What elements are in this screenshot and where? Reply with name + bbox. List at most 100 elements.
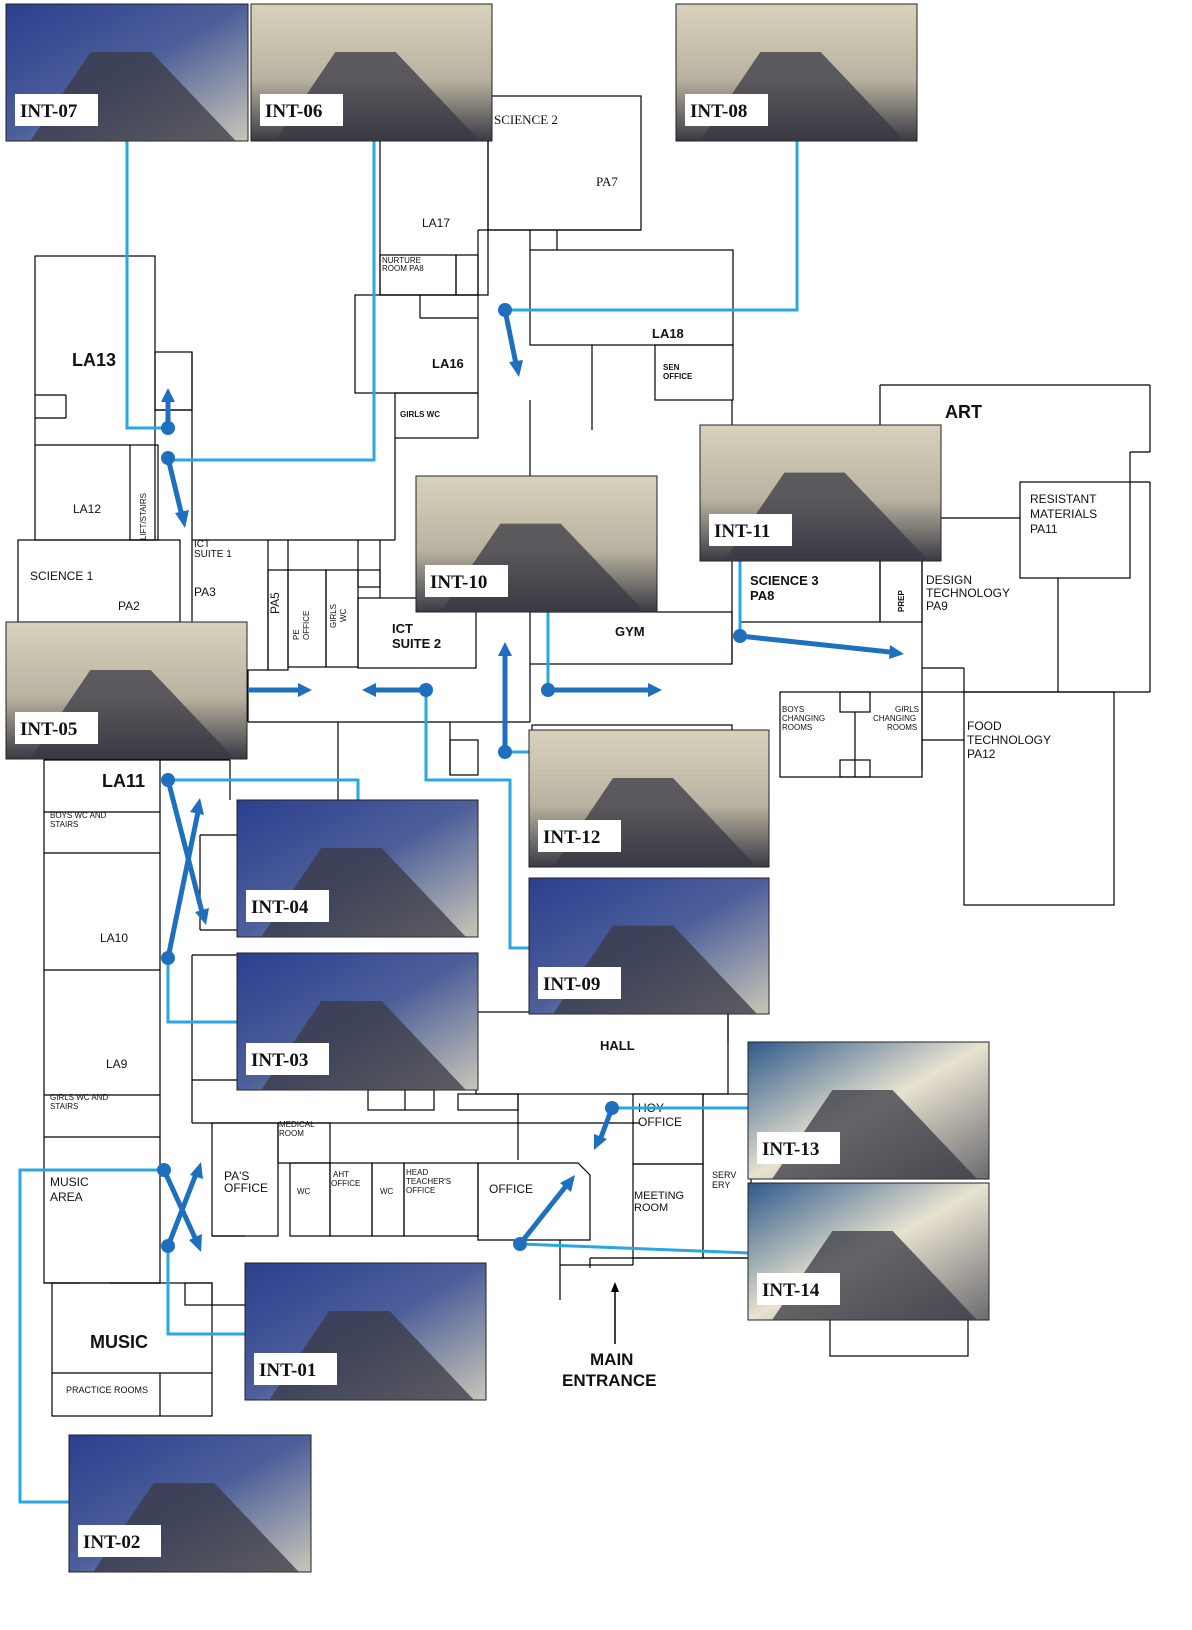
camera-thumbnail-int-01[interactable]: INT-01: [244, 1262, 487, 1401]
camera-thumbnail-int-04[interactable]: INT-04: [236, 799, 479, 938]
room-ict1-2: SUITE 1: [194, 549, 232, 560]
camera-label-box: [685, 94, 768, 126]
camera-label-box: [709, 514, 792, 546]
room-girls-wc: GIRLS WC: [400, 410, 440, 419]
camera-label: INT-12: [543, 827, 600, 848]
camera-thumbnail-int-03[interactable]: INT-03: [236, 952, 479, 1091]
camera-thumbnail-int-12[interactable]: INT-12: [528, 729, 770, 868]
camera-label-box: [260, 94, 343, 126]
room-prep: PREP: [897, 590, 906, 612]
room-sen-1: SEN: [663, 363, 680, 372]
room-aht-2: OFFICE: [331, 1179, 360, 1188]
camera-label: INT-14: [762, 1280, 820, 1301]
room-pa2: PA2: [118, 599, 140, 613]
room-head-1: HEAD: [406, 1168, 428, 1177]
camera-label-box: [246, 890, 329, 922]
camera-thumbnail-int-14[interactable]: INT-14: [747, 1182, 990, 1321]
room-ict1-1: ICT: [194, 539, 210, 550]
room-lift-stairs: LIFT/STAIRS: [139, 493, 148, 540]
room-girls-changing-3: ROOMS: [887, 723, 917, 732]
room-dt-1: DESIGN: [926, 573, 972, 587]
room-la9: LA9: [106, 1057, 128, 1071]
room-pa5: PA5: [268, 592, 282, 614]
camera-thumbnail-int-09[interactable]: INT-09: [528, 877, 770, 1015]
room-office: OFFICE: [489, 1182, 533, 1196]
room-music-area-1: MUSIC: [50, 1175, 89, 1189]
room-girls-changing-2: CHANGING: [873, 714, 916, 723]
room-medical-1: MEDICAL: [279, 1120, 315, 1129]
camera-thumbnail-int-05[interactable]: INT-05: [5, 621, 248, 760]
room-head-3: OFFICE: [406, 1186, 435, 1195]
room-la18: LA18: [652, 326, 684, 341]
room-ict2-2: SUITE 2: [392, 636, 441, 651]
room-sen-2: OFFICE: [663, 372, 693, 381]
camera-label-box: [538, 820, 621, 852]
room-meeting-1: MEETING: [634, 1190, 684, 1202]
room-la11: LA11: [102, 771, 145, 791]
camera-label: INT-03: [251, 1050, 308, 1071]
room-boys-wc-2: STAIRS: [50, 820, 78, 829]
room-food-1: FOOD: [967, 719, 1002, 733]
main-entrance-1: MAIN: [590, 1350, 633, 1369]
room-practice: PRACTICE ROOMS: [66, 1385, 148, 1395]
camera-label: INT-05: [20, 719, 77, 740]
room-boys-changing-1: BOYS: [782, 705, 804, 714]
camera-thumbnail-int-07[interactable]: INT-07: [5, 3, 249, 142]
room-medical-2: ROOM: [279, 1129, 304, 1138]
room-pa7: PA7: [596, 174, 618, 189]
room-girls-wc2-2: WC: [339, 608, 348, 622]
camera-label-box: [757, 1132, 840, 1164]
camera-thumbnail-int-13[interactable]: INT-13: [747, 1041, 990, 1180]
room-wc1: WC: [297, 1187, 311, 1196]
room-resistant-1: RESISTANT: [1030, 492, 1097, 506]
camera-thumbnail-int-10[interactable]: INT-10: [415, 475, 658, 613]
room-pas-office-2: OFFICE: [224, 1181, 268, 1195]
room-girls-wc-stairs-1: GIRLS WC AND: [50, 1093, 108, 1102]
camera-label-box: [425, 565, 508, 597]
room-servery-2: ERY: [712, 1180, 730, 1190]
camera-label-box: [757, 1273, 840, 1305]
room-la17: LA17: [422, 216, 450, 230]
room-aht-1: AHT: [333, 1170, 349, 1179]
camera-label: INT-11: [714, 521, 770, 542]
room-girls-changing-1: GIRLS: [895, 705, 919, 714]
room-food-3: PA12: [967, 747, 996, 761]
room-girls-wc-stairs-2: STAIRS: [50, 1102, 78, 1111]
camera-label: INT-02: [83, 1532, 140, 1553]
room-science3-2: PA8: [750, 588, 774, 603]
camera-label-box: [538, 967, 621, 999]
room-ict2-1: ICT: [392, 621, 413, 636]
room-gym: GYM: [615, 624, 645, 639]
room-dt-2: TECHNOLOGY: [926, 586, 1010, 600]
room-art: ART: [945, 402, 982, 422]
room-hoy-2: OFFICE: [638, 1115, 682, 1129]
room-pe-office-1: PE: [292, 629, 301, 640]
camera-thumbnail-int-02[interactable]: INT-02: [68, 1434, 312, 1573]
room-resistant-2: MATERIALS: [1030, 507, 1097, 521]
room-hall: HALL: [600, 1038, 635, 1053]
camera-label-box: [15, 712, 98, 744]
room-resistant-3: PA11: [1030, 522, 1058, 536]
walls: [17, 95, 1151, 1417]
room-food-2: TECHNOLOGY: [967, 733, 1051, 747]
camera-label-box: [15, 94, 98, 126]
camera-label: INT-13: [762, 1139, 819, 1160]
camera-thumbnail-int-08[interactable]: INT-08: [675, 3, 918, 142]
room-boys-changing-2: CHANGING: [782, 714, 825, 723]
room-science3-1: SCIENCE 3: [750, 573, 819, 588]
room-la16: LA16: [432, 356, 464, 371]
room-head-2: TEACHER'S: [406, 1177, 451, 1186]
camera-label: INT-09: [543, 974, 600, 995]
main-entrance-2: ENTRANCE: [562, 1371, 656, 1390]
room-la10: LA10: [100, 931, 128, 945]
camera-thumbnail-int-06[interactable]: INT-06: [250, 3, 493, 142]
room-la13: LA13: [72, 350, 116, 370]
camera-label: INT-08: [690, 101, 747, 122]
camera-label-box: [254, 1353, 337, 1385]
room-servery-1: SERV: [712, 1170, 736, 1180]
room-wc2: WC: [380, 1187, 394, 1196]
room-girls-wc2-1: GIRLS: [329, 604, 338, 628]
camera-thumbnail-int-11[interactable]: INT-11: [699, 424, 942, 562]
